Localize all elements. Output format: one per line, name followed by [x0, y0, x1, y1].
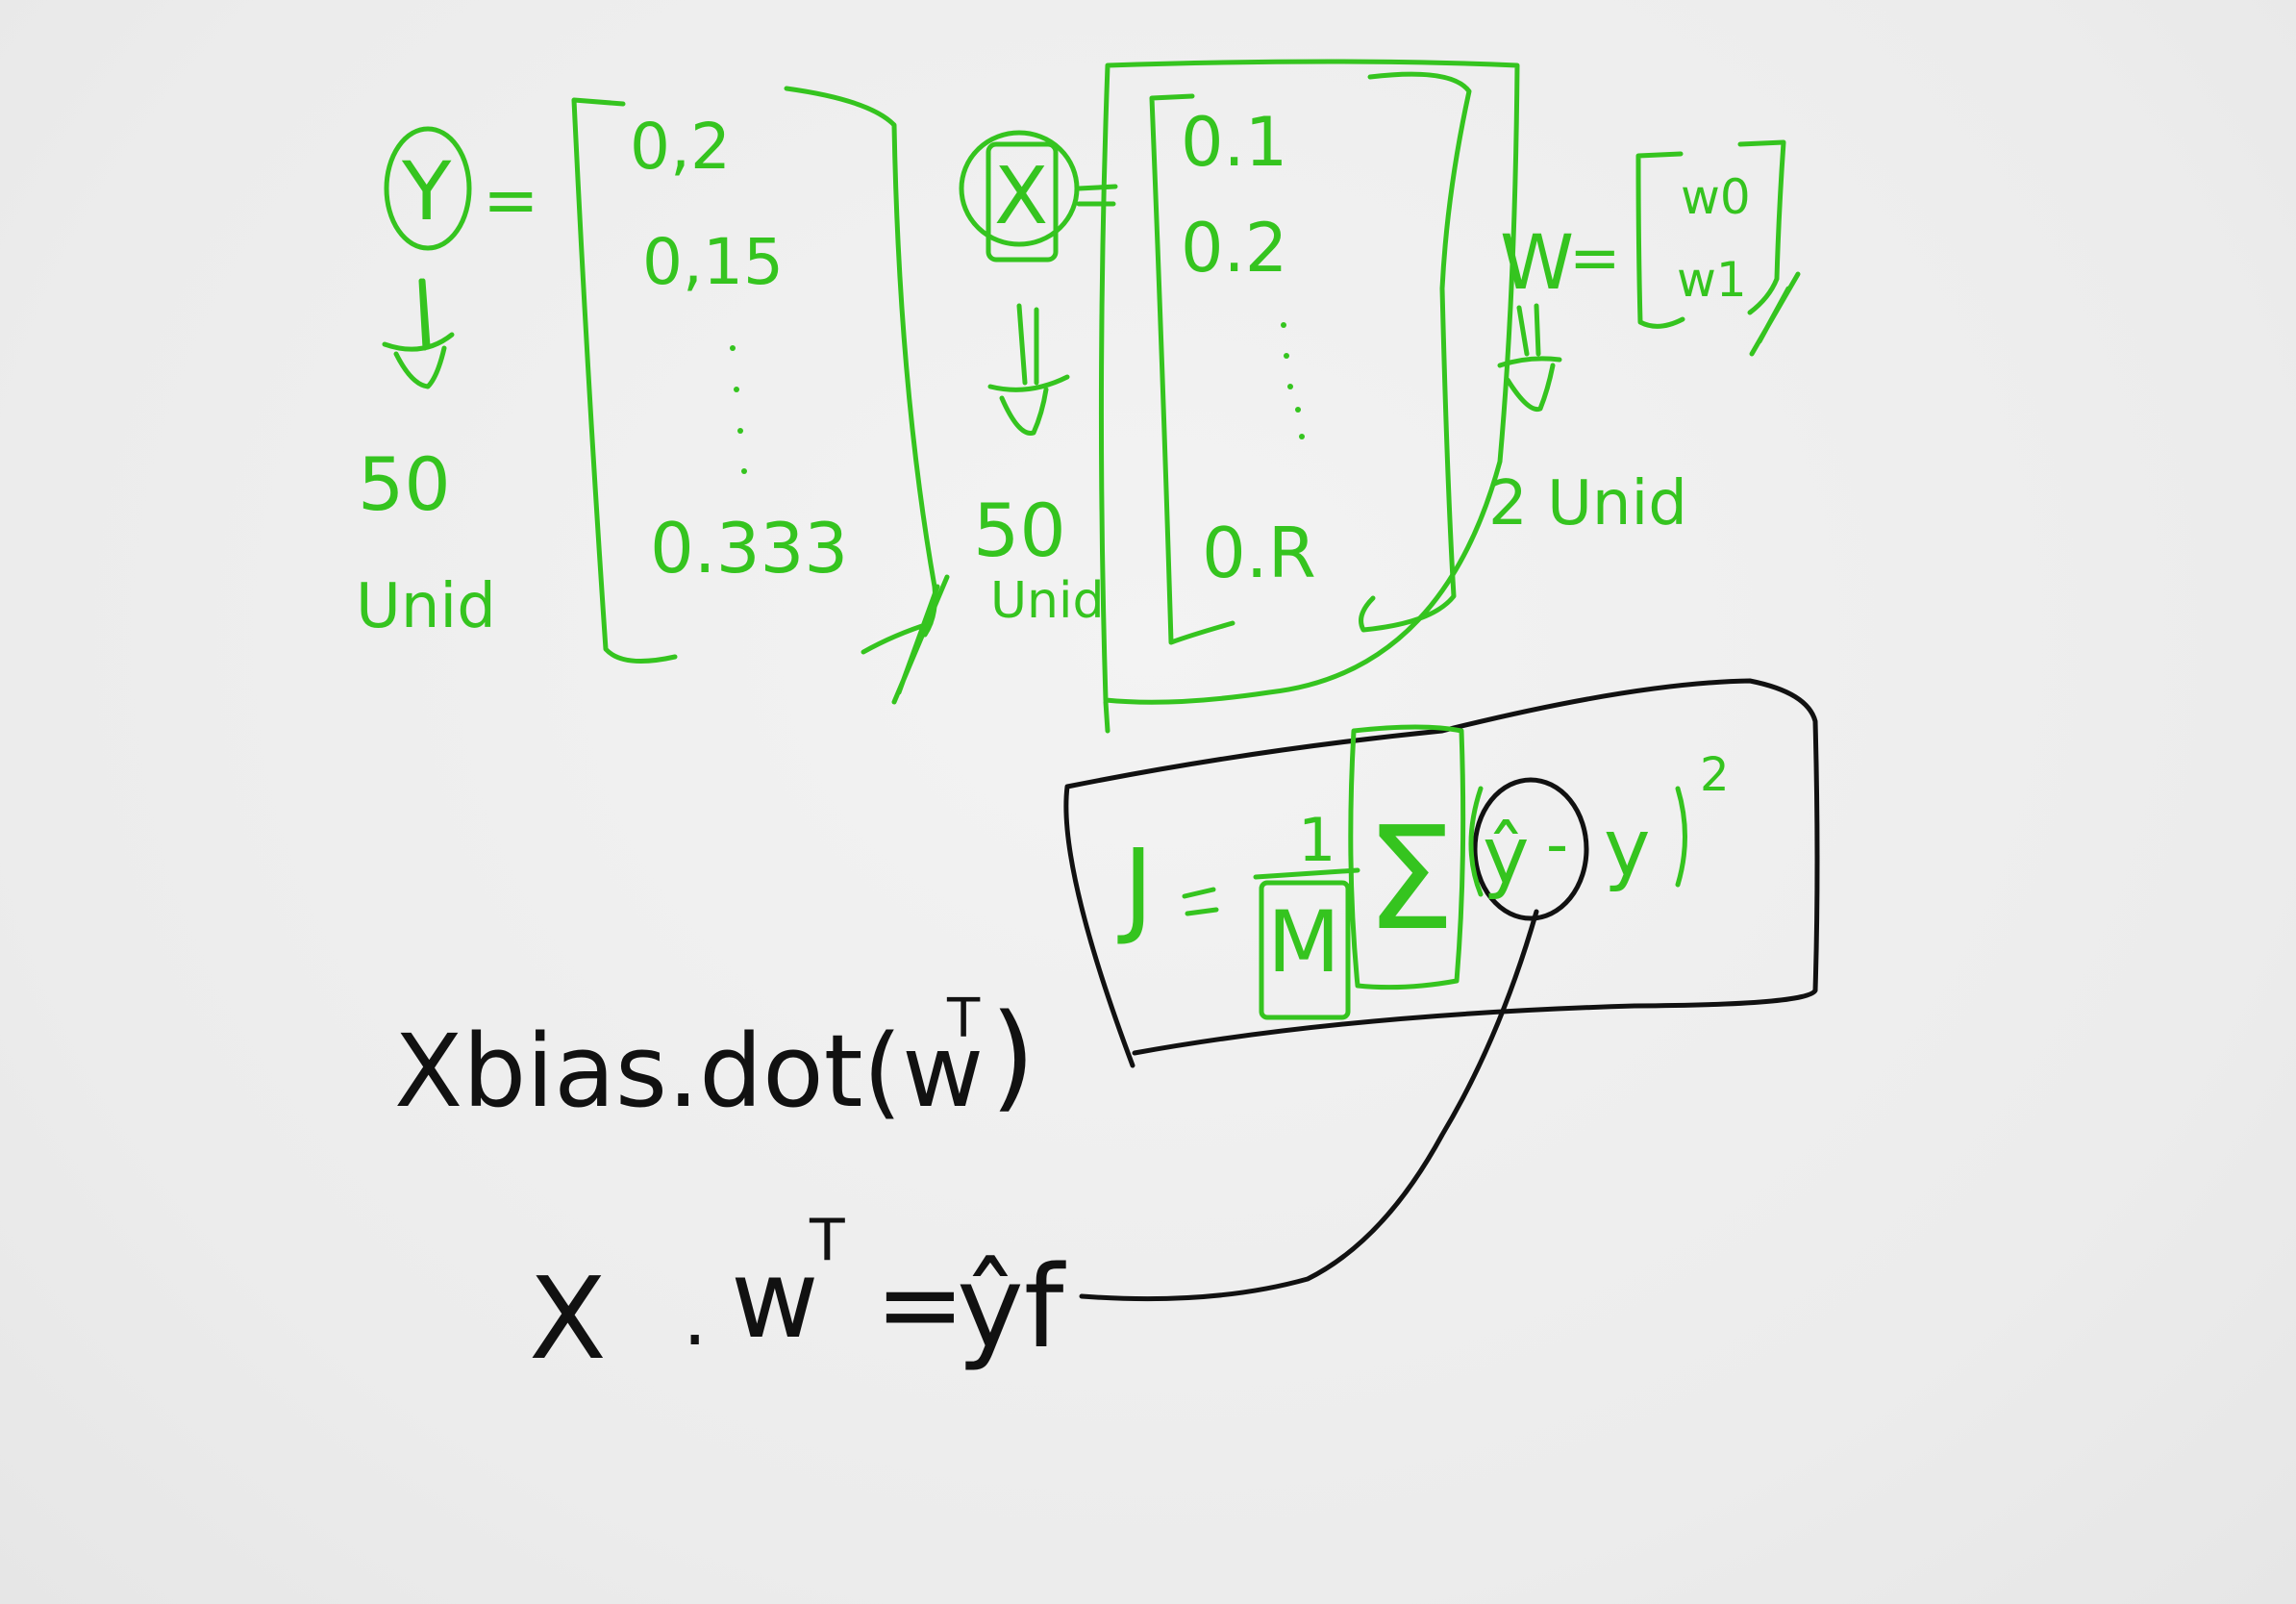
code-line-1-close: ): [990, 990, 1036, 1124]
x-value-3: 0.R: [1202, 513, 1316, 593]
ellipsis-dot: [734, 387, 739, 392]
w-right-bracket: [1737, 139, 1786, 315]
y-symbol: Y: [401, 144, 452, 238]
paren-close: [1675, 786, 1687, 888]
code-line-2-x: X: [529, 1252, 607, 1385]
ellipsis-dot: [737, 428, 743, 434]
m-box: [1259, 880, 1351, 1020]
y-value-2: 0,15: [642, 225, 784, 299]
w-unit: 2 Unid: [1488, 468, 1687, 539]
cost-frac-den: M: [1267, 892, 1340, 991]
y-left-bracket: [571, 97, 678, 664]
x-symbol: X: [994, 151, 1048, 242]
code-line-2-superscript: T: [809, 1207, 845, 1274]
cost-minus: -: [1546, 810, 1568, 881]
strike-mark: [861, 574, 950, 705]
cost-frac-num: 1: [1298, 805, 1335, 875]
x-value-1: 0.1: [1181, 103, 1287, 182]
x-right-bracket: [1359, 71, 1472, 633]
code-line-2-w: w: [731, 1238, 819, 1363]
w-equals: =: [1569, 223, 1621, 294]
ellipsis-dot: [1284, 353, 1289, 359]
x-count: 50: [973, 488, 1066, 573]
cost-power: 2: [1700, 748, 1730, 802]
y-value-3: 0.333: [650, 508, 848, 589]
y-vector-group: Y = 50 Unid 0,2 0,15 0.333: [356, 86, 950, 705]
yhat-circle: [1472, 777, 1589, 921]
w-value-1: w1: [1677, 252, 1747, 308]
ellipsis-dot: [1281, 322, 1286, 328]
x-box: [986, 141, 1059, 263]
ellipsis-dot: [1295, 407, 1301, 413]
w-down-arrow: [1497, 303, 1562, 413]
ellipsis-dot: [1299, 434, 1305, 439]
x-down-arrow: [987, 303, 1070, 437]
cost-y: y: [1604, 803, 1651, 894]
cost-sum: Σ: [1365, 796, 1456, 962]
x-value-2: 0.2: [1181, 209, 1287, 288]
cost-yhat: ŷ: [1483, 811, 1530, 902]
x-unit: Unid: [990, 572, 1104, 630]
fraction-bar: [1253, 867, 1360, 880]
y-value-1: 0,2: [630, 110, 731, 184]
connector-line: [1079, 909, 1539, 1302]
cost-box: [1063, 678, 1820, 1068]
x-left-bracket: [1149, 93, 1235, 645]
ellipsis-dot: [730, 345, 736, 351]
code-line-2-rhs: ŷf: [957, 1241, 1066, 1373]
x-outer-frame: [1098, 59, 1520, 705]
cost-function-group: J 1 M Σ ŷ - y 2: [1063, 678, 1820, 1302]
y-circle: [384, 126, 472, 251]
y-equals: =: [483, 161, 539, 239]
code-lines-group: Xbias.dot(w T ) X . w T = ŷf: [394, 988, 1066, 1385]
paren-open: [1468, 786, 1484, 897]
code-line-1-superscript: T: [946, 988, 981, 1050]
y-down-arrow: [382, 278, 455, 389]
cost-equals-mark: [1182, 887, 1219, 916]
x-outer-frame-tail: [1103, 699, 1111, 734]
y-unit: Unid: [356, 571, 496, 642]
x-equals-mark: [1076, 184, 1118, 207]
x-vector-group: X 50 Unid 0.1 0.2 0.R: [959, 59, 1520, 734]
y-count: 50: [358, 441, 451, 527]
w-vector-group: W = w0 w1 2 Unid: [1488, 139, 1801, 539]
sum-box: [1348, 724, 1466, 990]
ellipsis-dot: [741, 468, 747, 474]
code-line-2-equals: =: [875, 1242, 965, 1367]
cost-lhs: J: [1117, 828, 1154, 948]
code-line-1: Xbias.dot(w: [394, 1013, 984, 1130]
w-symbol: W: [1500, 220, 1574, 307]
w-value-0: w0: [1681, 169, 1751, 225]
w-strike-mark: [1749, 271, 1801, 357]
w-left-bracket: [1635, 151, 1685, 329]
code-line-2-dot: .: [683, 1273, 707, 1363]
ellipsis-dot: [1287, 384, 1293, 389]
